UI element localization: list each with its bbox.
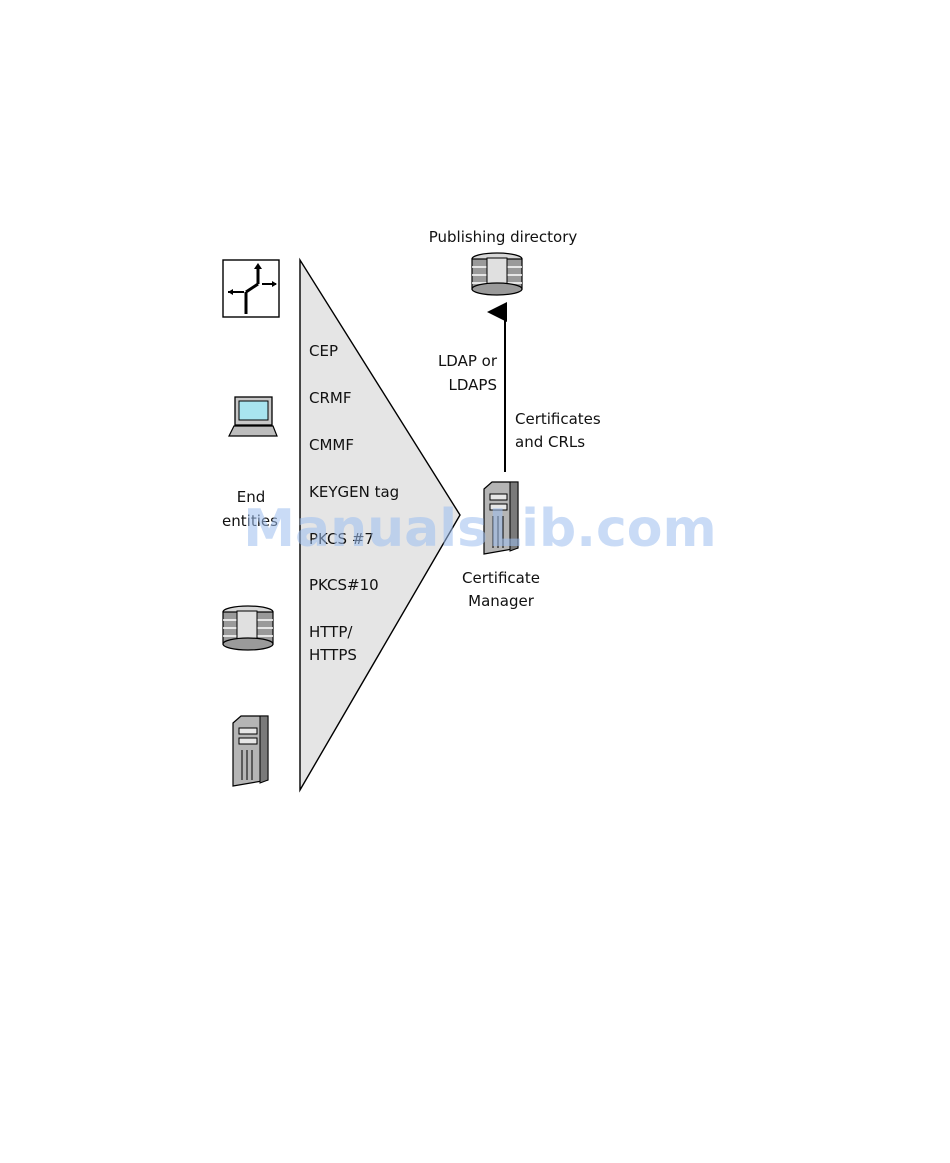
database-icon [223, 606, 273, 650]
server-tower-icon [233, 716, 268, 786]
certificates-label-line2: and CRLs [515, 433, 585, 451]
protocol-crmf: CRMF [309, 389, 351, 407]
certificate-manager-label-line2: Manager [468, 592, 535, 610]
protocol-cmmf: CMMF [309, 436, 354, 454]
publishing-directory-icon [472, 253, 522, 295]
ldap-label-line1: LDAP or [438, 352, 498, 370]
certificate-manager-label-line1: Certificate [462, 569, 540, 587]
router-icon [223, 260, 279, 317]
ldap-label-line2: LDAPS [449, 376, 497, 394]
certificates-label-line1: Certificates [515, 410, 601, 428]
protocol-cep: CEP [309, 342, 338, 360]
laptop-icon [229, 397, 277, 436]
protocol-http: HTTP/ [309, 623, 353, 641]
protocol-https: HTTPS [309, 646, 357, 664]
protocol-pkcs10: PKCS#10 [309, 576, 379, 594]
watermark: ManualsLib.com [243, 499, 716, 559]
publishing-directory-label: Publishing directory [429, 228, 578, 246]
